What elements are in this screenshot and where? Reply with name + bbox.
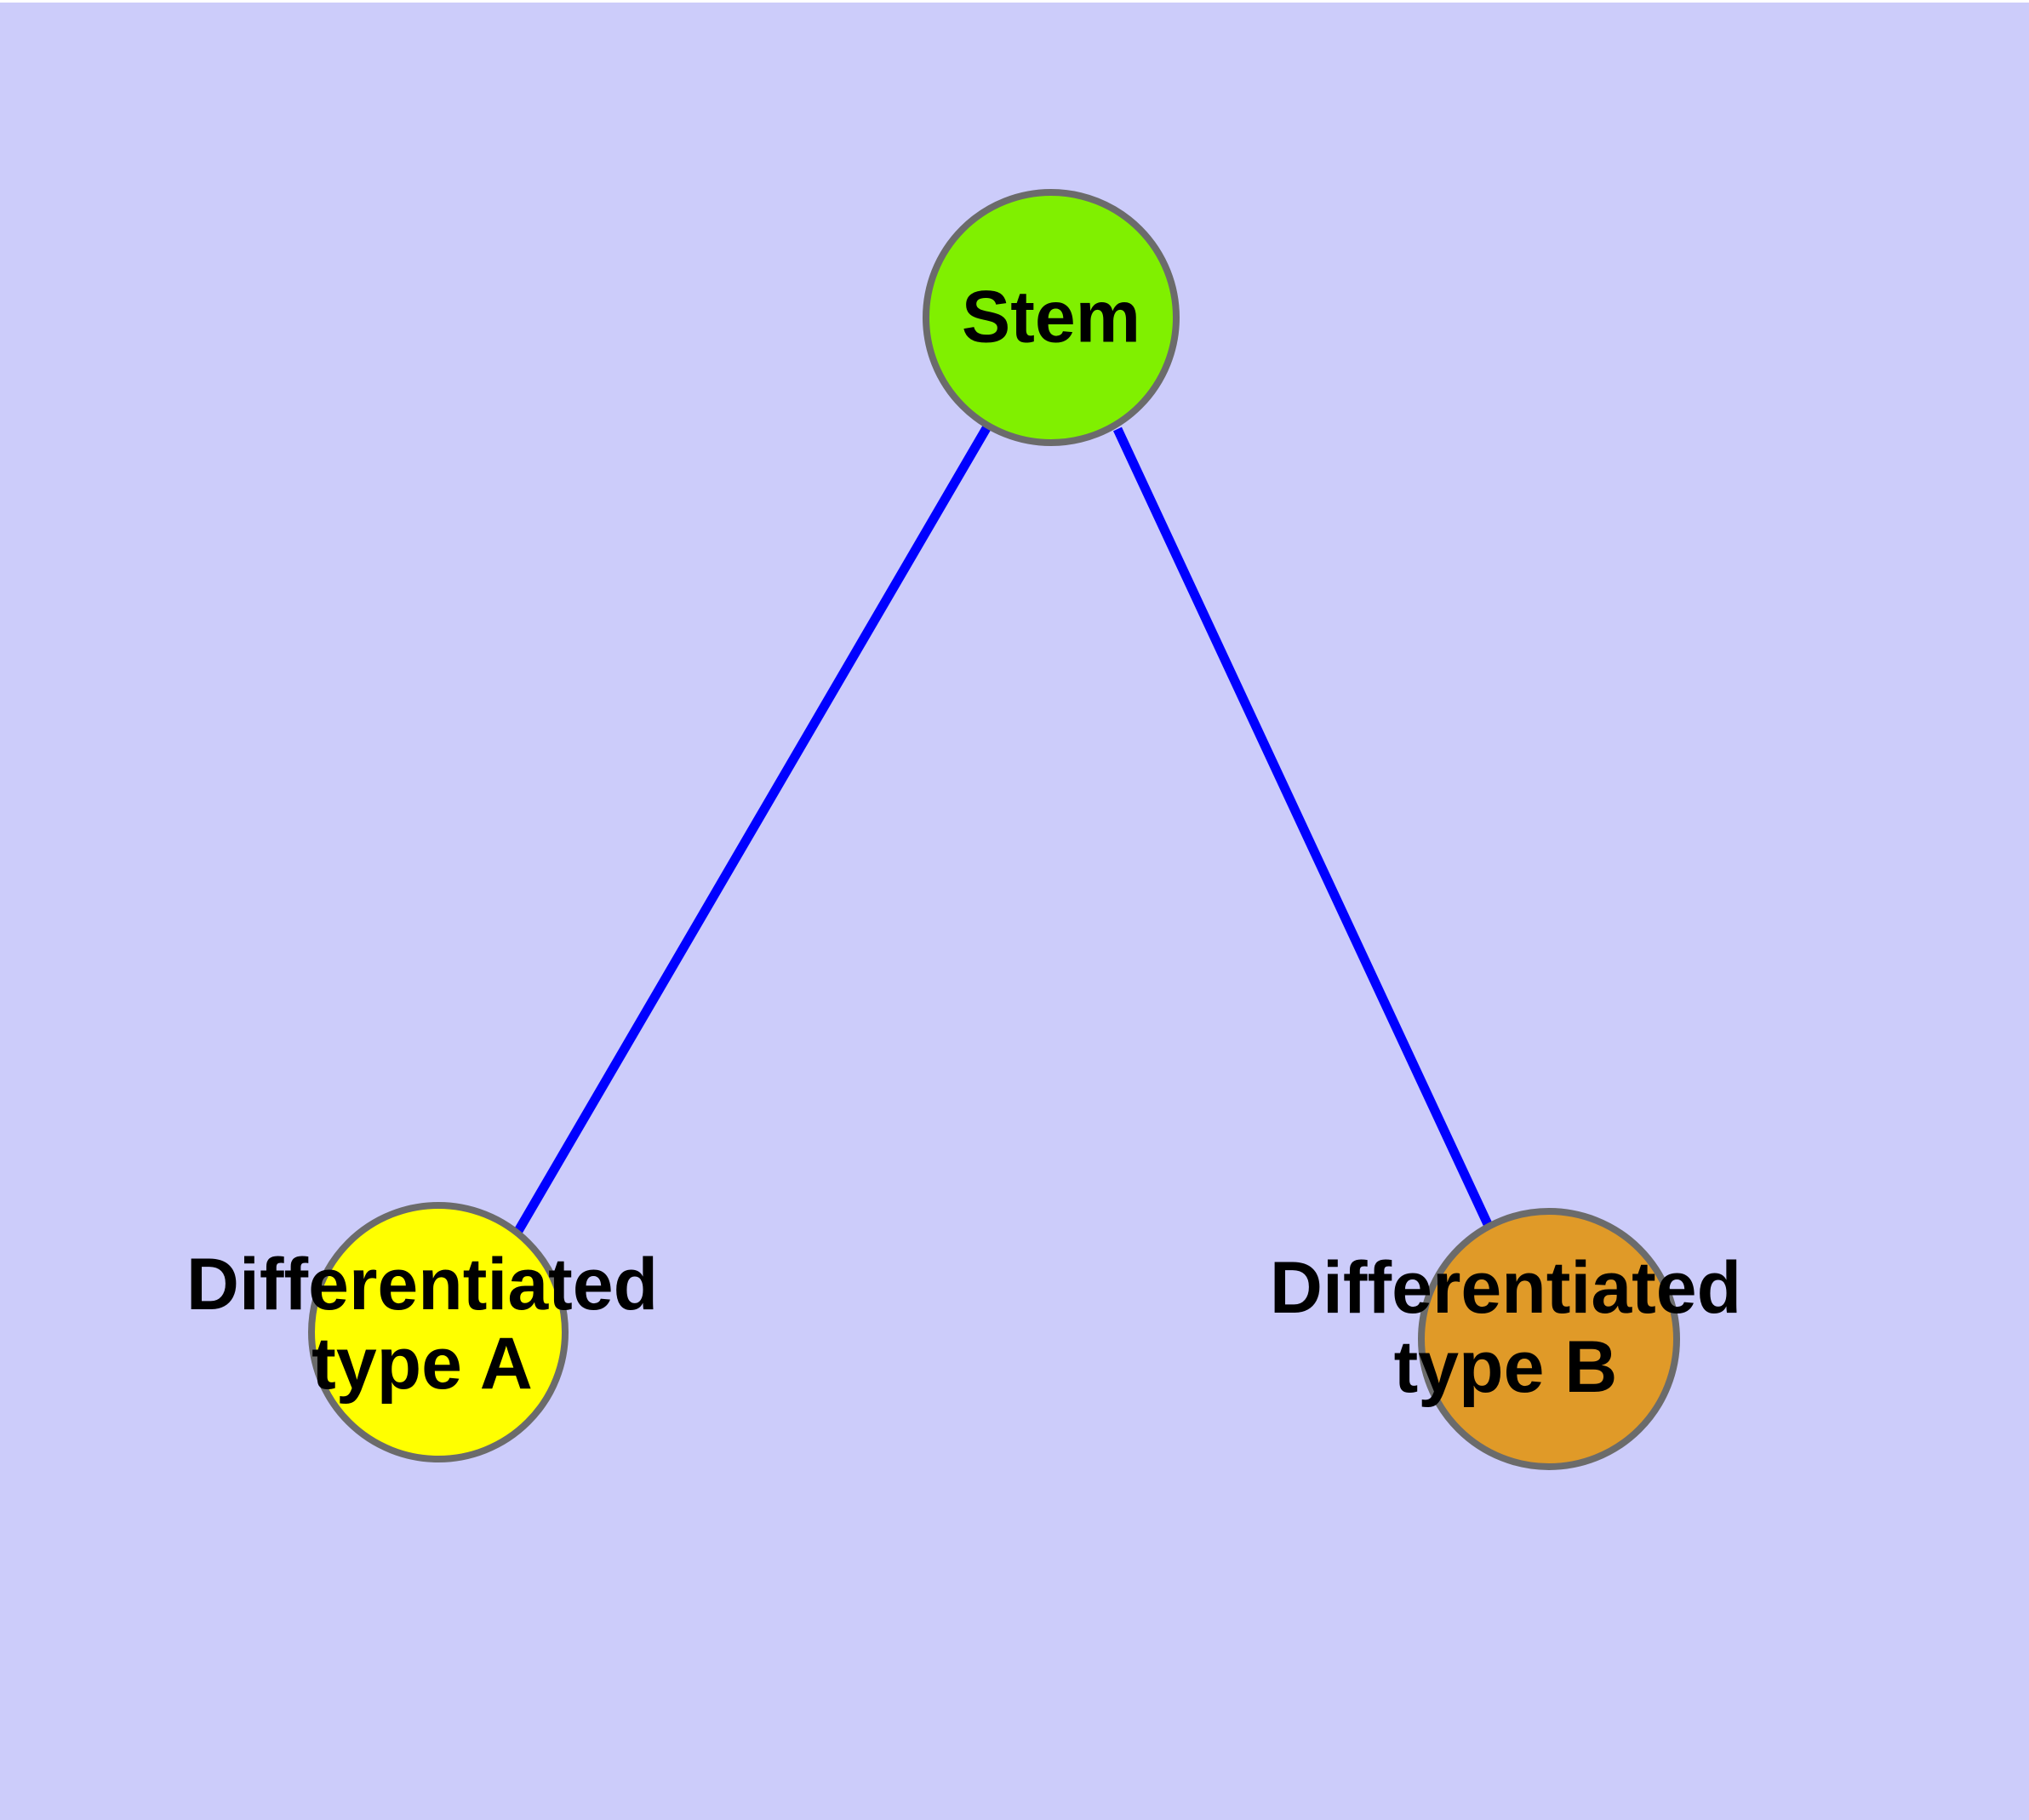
edge-stem-to-diff-a[interactable] (514, 426, 991, 1233)
node-layer (308, 189, 1680, 1470)
node-differentiated-type-b[interactable] (1418, 1208, 1680, 1470)
edge-stem-to-diff-b[interactable] (1113, 426, 1492, 1227)
edge-layer (514, 426, 1492, 1233)
node-differentiated-type-a[interactable] (308, 1202, 569, 1462)
node-stem[interactable] (923, 189, 1180, 446)
